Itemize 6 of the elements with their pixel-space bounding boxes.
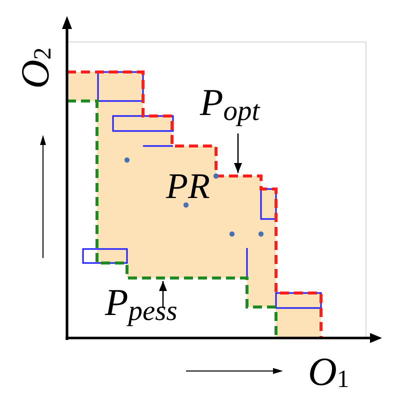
curve-label: P$_{pess}$ bbox=[105, 288, 178, 328]
leader-arrow bbox=[234, 134, 242, 173]
leader-arrow bbox=[159, 281, 167, 308]
region-label: PR bbox=[166, 172, 210, 201]
axis-label: O$_{1}$ bbox=[308, 352, 350, 392]
curve-label: P$_{opt}$ bbox=[200, 84, 260, 132]
